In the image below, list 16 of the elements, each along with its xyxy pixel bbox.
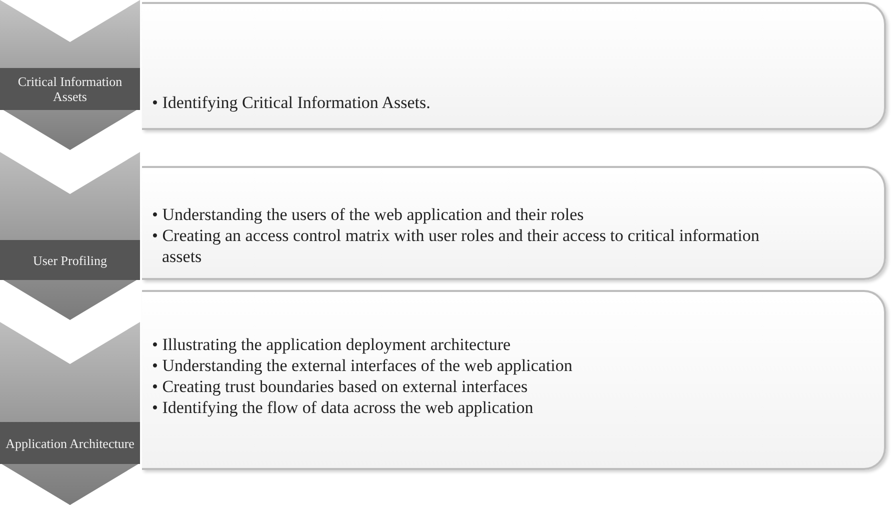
bullet-item: • Creating an access control matrix with user roles and their access to critical information assets bbox=[152, 225, 760, 267]
bullet-item: • Identifying Critical Information Assets. bbox=[152, 92, 432, 113]
chevron-shape bbox=[0, 0, 140, 150]
chevron-shape bbox=[0, 322, 140, 505]
bullet-item: • Identifying the flow of data across the web application bbox=[152, 397, 534, 418]
bullet-item: • Creating trust boundaries based on external interfaces bbox=[152, 376, 529, 397]
bullet-item: • Understanding the external interfaces of the web application bbox=[152, 355, 574, 376]
step-label: Critical Information Assets bbox=[16, 74, 124, 104]
content-box bbox=[142, 290, 886, 470]
step-label: User Profiling bbox=[32, 252, 108, 268]
content-box bbox=[142, 166, 886, 280]
bullet-item: • Understanding the users of the web application and their roles bbox=[152, 204, 585, 225]
step-label: Application Architecture bbox=[6, 436, 134, 450]
bullet-item: • Illustrating the application deployment architecture bbox=[152, 334, 512, 355]
content-box bbox=[142, 2, 886, 130]
chevron-shape bbox=[0, 152, 140, 320]
